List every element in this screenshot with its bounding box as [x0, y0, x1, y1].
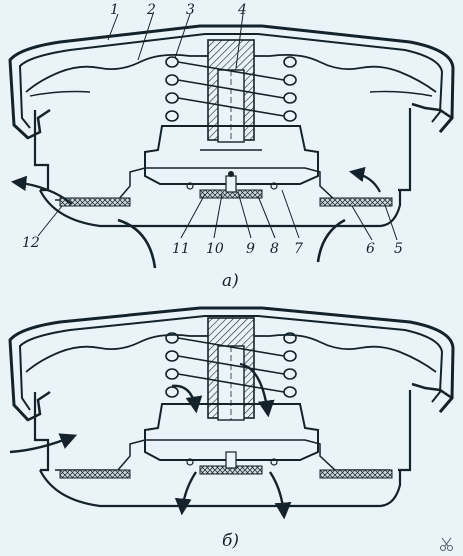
cap-shell-outer — [8, 24, 455, 140]
flow-arrow-out-right — [348, 166, 381, 193]
label-12: 12 — [22, 235, 40, 251]
filler-neck-b — [33, 390, 412, 472]
cap-shell-inner — [18, 33, 444, 129]
label-11: 11 — [172, 241, 190, 257]
label-7: 7 — [294, 241, 303, 257]
spring-coils — [165, 56, 297, 122]
cap-shell-outer-b — [8, 306, 455, 422]
label-5: 5 — [394, 241, 403, 257]
flow-arrow-down-left — [174, 471, 197, 516]
gasket-right — [319, 197, 393, 207]
flow-arrow-in-left — [117, 218, 157, 269]
scissors-icon — [440, 537, 453, 551]
flow-arrow-in-right — [316, 218, 346, 263]
gasket-right-b — [319, 469, 393, 479]
bottom-view: б) — [8, 306, 455, 551]
neck-housing-b — [39, 469, 402, 508]
flow-arrow-in-side — [9, 433, 78, 454]
label-3: 3 — [186, 2, 195, 18]
label-1: 1 — [110, 2, 119, 18]
gasket-left-b — [59, 469, 131, 479]
label-8: 8 — [270, 241, 279, 257]
flow-arrow-stem-right — [239, 362, 275, 418]
label-6: 6 — [366, 241, 375, 257]
label-9: 9 — [246, 241, 255, 257]
flow-arrow-down-right — [269, 471, 292, 520]
flow-arrow-stem-left — [171, 384, 203, 414]
caption-a: а) — [222, 271, 239, 291]
pressure-valve-cup-b — [144, 403, 319, 461]
flow-arrow-out-left — [10, 175, 73, 205]
label-4: 4 — [237, 2, 247, 18]
top-view: 1 2 3 4 5 6 7 8 9 10 11 12 а) — [8, 2, 455, 291]
gasket-left — [59, 197, 131, 207]
caption-b: б) — [222, 531, 239, 551]
spring-coils-b — [165, 332, 297, 398]
neck-housing — [39, 189, 402, 228]
label-10: 10 — [206, 241, 224, 257]
pressure-valve-cup — [144, 125, 319, 185]
cap-shell-inner-b — [18, 315, 444, 411]
label-2: 2 — [146, 2, 156, 18]
